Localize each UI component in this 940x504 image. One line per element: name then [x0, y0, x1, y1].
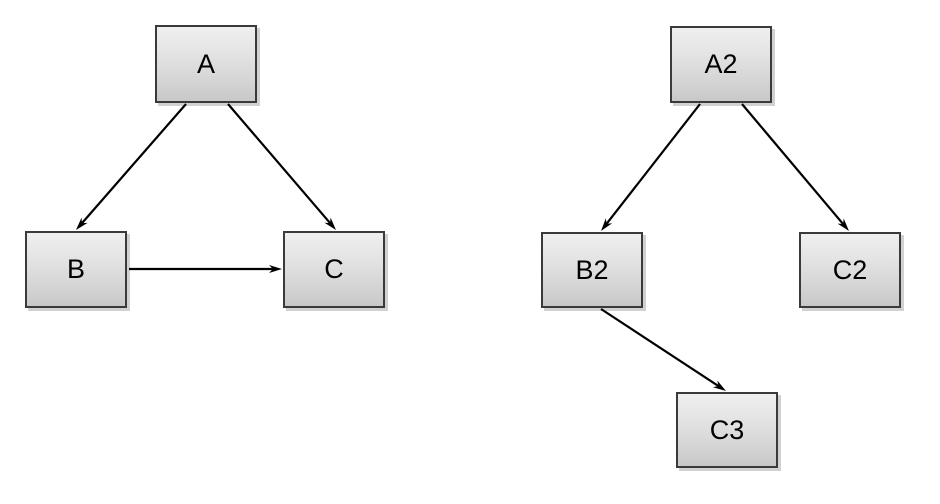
node-c2[interactable]: C2 [799, 232, 901, 308]
node-a[interactable]: A [155, 25, 257, 103]
edge-line [79, 103, 187, 226]
node-b[interactable]: B [25, 231, 127, 308]
node-a2[interactable]: A2 [670, 26, 772, 103]
node-label: A2 [704, 49, 738, 79]
node-label: B2 [575, 254, 609, 285]
arrowhead [712, 380, 726, 391]
node-c3[interactable]: C3 [676, 392, 778, 468]
node-label: C [324, 254, 344, 284]
edge-line [741, 103, 846, 227]
arrowhead [324, 217, 336, 230]
edge-line [600, 308, 721, 388]
edge-line [227, 103, 333, 226]
arrowhead [269, 265, 282, 273]
arrowhead [601, 218, 613, 231]
node-c[interactable]: C [283, 231, 385, 308]
node-label: B [66, 254, 85, 284]
arrowhead [76, 217, 88, 230]
edge-a-to-b [76, 103, 187, 230]
arrowhead [837, 218, 849, 231]
node-label: C2 [832, 254, 868, 285]
edge-a2-to-c2 [741, 103, 849, 231]
node-label: A [196, 48, 215, 79]
node-label: C3 [709, 414, 745, 445]
edge-line [604, 103, 701, 227]
edge-a2-to-b2 [601, 103, 701, 231]
edge-a-to-c [227, 103, 336, 230]
edge-b-to-c [129, 265, 282, 273]
node-b2[interactable]: B2 [541, 232, 643, 308]
edge-b2-to-c3 [600, 308, 726, 391]
